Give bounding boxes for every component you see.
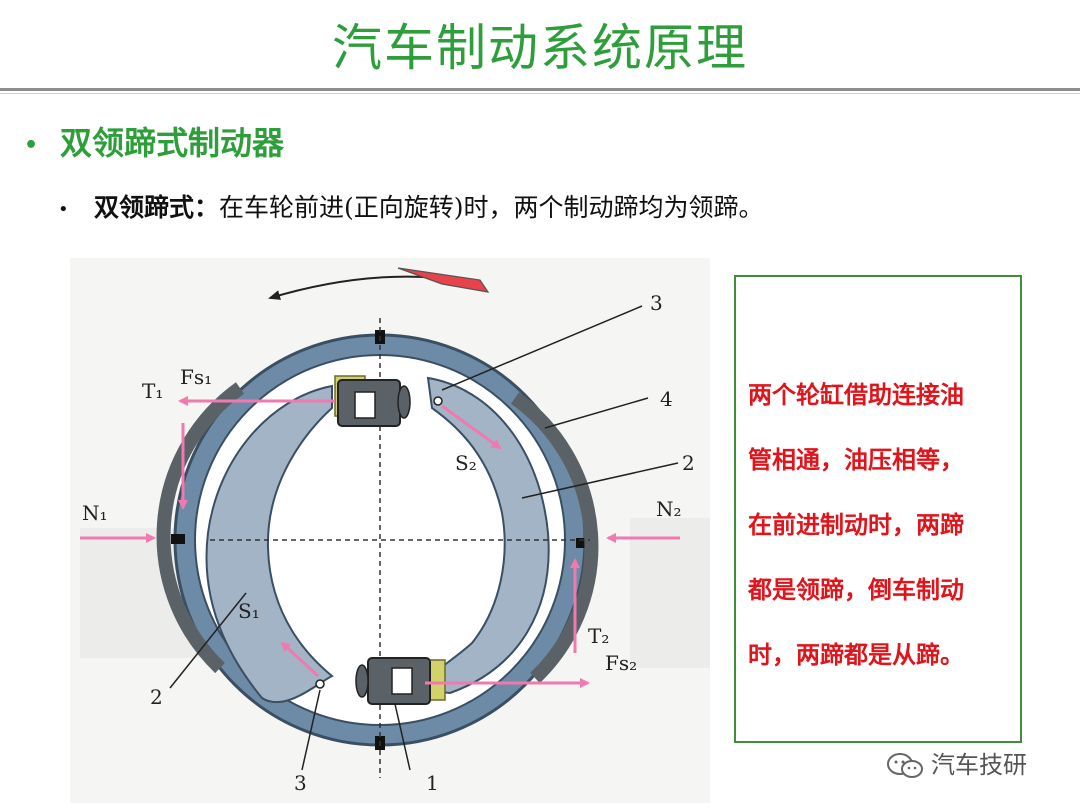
force-s1-arrow — [280, 641, 320, 678]
red-mark — [397, 267, 490, 293]
note-box: 两个轮缸借助连接油 管相通，油压相等， 在前进制动时，两蹄 都是领蹄，倒车制动 … — [734, 275, 1022, 743]
bullet-icon: • — [58, 199, 69, 220]
pivot-pin-top — [433, 396, 443, 406]
label-2-right: 2 — [682, 451, 695, 475]
wechat-icon — [887, 753, 923, 778]
label-4: 4 — [660, 387, 673, 411]
brake-shoe-left — [205, 384, 334, 704]
label-3-bottom: 3 — [294, 771, 307, 795]
drum-mark-left — [171, 534, 185, 544]
title-divider-thin — [0, 93, 1080, 94]
note-line-5: 时，两蹄都是从蹄。 — [748, 641, 964, 669]
leader-3-bottom — [301, 689, 321, 771]
label-fs2: Fs₂ — [605, 651, 637, 675]
leader-2-right — [521, 462, 679, 499]
watermark-text: 汽车技研 — [931, 751, 1027, 779]
section-heading-text: 双领蹄式制动器 — [60, 124, 285, 162]
drum-mark-right — [576, 538, 590, 548]
leader-4 — [544, 397, 649, 429]
watermark: 汽车技研 — [885, 745, 1027, 781]
point-line: • 双领蹄式：在车轮前进(正向旋转)时，两个制动蹄均为领蹄。 — [58, 188, 764, 224]
page-title: 汽车制动系统原理 — [332, 19, 748, 77]
point-label: 双领蹄式： — [94, 193, 220, 222]
bullet-icon: • — [24, 132, 39, 158]
leader-3-top — [441, 305, 643, 391]
background-part-right — [630, 518, 710, 668]
lining-right — [510, 392, 599, 684]
note-line-3: 在前进制动时，两蹄 — [748, 511, 964, 539]
piston-top-right — [397, 385, 411, 419]
section-heading: • 双领蹄式制动器 — [24, 118, 284, 164]
label-s1: S₁ — [238, 599, 260, 623]
point-text: 在车轮前进(正向旋转)时，两个制动蹄均为领蹄。 — [219, 193, 764, 222]
note-line-1: 两个轮缸借助连接油 — [748, 381, 964, 409]
pivot-pin-bottom — [315, 679, 325, 689]
lining-left — [156, 382, 245, 674]
note-line-4: 都是领蹄，倒车制动 — [748, 576, 964, 604]
label-t1: T₁ — [142, 379, 163, 403]
label-fs1: Fs₁ — [180, 365, 212, 389]
label-n2: N₂ — [656, 497, 682, 521]
label-t2: T₂ — [588, 624, 609, 648]
force-s2-arrow — [441, 404, 502, 450]
brake-diagram: T₁ Fs₁ N₁ N₂ S₂ S₁ T₂ Fs₂ 3 4 2 2 3 1 — [70, 258, 710, 803]
note-line-2: 管相通，油压相等， — [748, 446, 964, 474]
label-1: 1 — [426, 771, 439, 795]
label-n1: N₁ — [82, 501, 108, 525]
leader-2-left — [169, 592, 247, 689]
leader-1 — [394, 703, 411, 771]
piston-bottom — [391, 667, 413, 695]
label-s2: S₂ — [455, 451, 477, 475]
label-2-left: 2 — [150, 685, 163, 709]
label-3-top: 3 — [650, 291, 663, 315]
piston-top — [354, 391, 376, 419]
title-divider — [0, 88, 1080, 91]
piston-bottom-left — [355, 664, 369, 698]
